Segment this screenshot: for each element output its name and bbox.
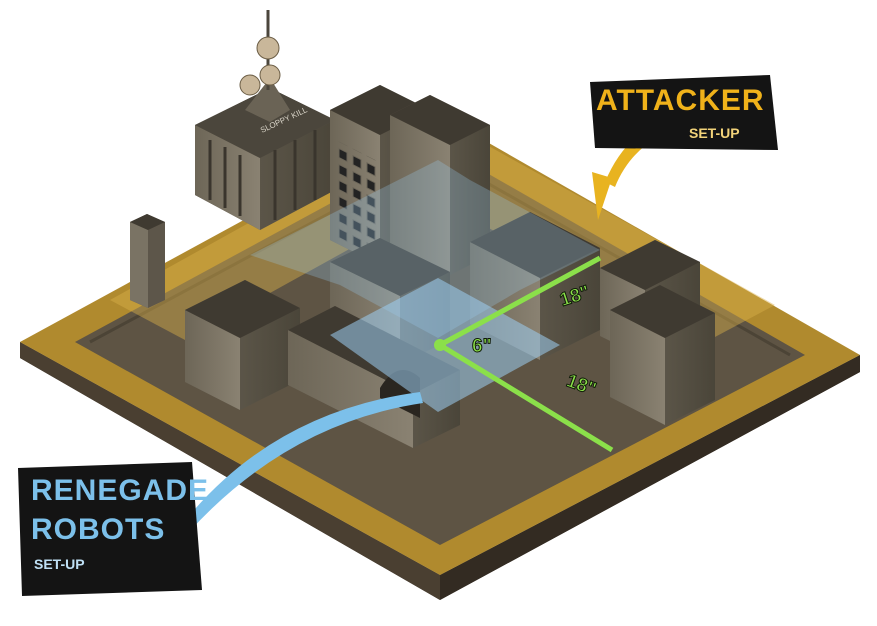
renegade-subtitle: SET-UP — [34, 556, 85, 572]
renegade-title-line1: RENEGADE — [31, 474, 210, 507]
lower-range-line — [438, 342, 614, 453]
measurement-lines — [438, 255, 614, 453]
chimney — [130, 214, 165, 308]
attacker-title: ATTACKER — [596, 84, 765, 117]
attacker-banner — [590, 75, 778, 150]
radar-tower: SLOPPY KILL — [195, 10, 335, 230]
upper-range-line — [438, 255, 602, 348]
building-right-3 — [610, 285, 715, 425]
renegade-banner — [18, 462, 202, 596]
building-left — [185, 280, 300, 410]
building-back-2 — [390, 95, 490, 275]
center-marker-icon — [434, 339, 446, 351]
center-range-label: 6" — [472, 336, 493, 358]
renegade-title-line2: ROBOTS — [31, 513, 166, 546]
attacker-subtitle: SET-UP — [689, 125, 740, 141]
